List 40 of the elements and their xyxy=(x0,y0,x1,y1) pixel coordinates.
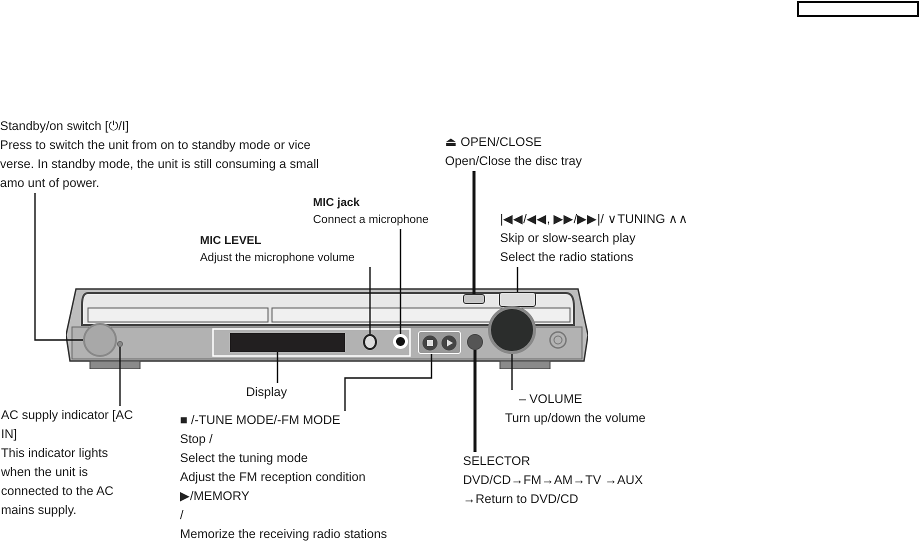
callout-text: DVD/CD→FM→AM→TV →AUX →Return to DVD/CD xyxy=(463,472,644,508)
callout-text: ▶/MEMORY xyxy=(180,488,250,505)
callout-text: Display xyxy=(246,384,287,401)
callout-heading: MIC jack xyxy=(313,196,361,211)
callout-text: Stop / xyxy=(180,431,214,448)
callout-heading: MIC LEVEL xyxy=(200,234,262,249)
leader-line xyxy=(119,347,121,406)
leader-line xyxy=(34,193,83,341)
callout-heading: ⏏ OPEN/CLOSE xyxy=(445,134,543,151)
callout-text: Select the tuning mode xyxy=(180,450,309,467)
leader-line xyxy=(344,354,432,411)
tuning-buttons xyxy=(499,292,536,307)
callout-text: Adjust the FM reception condition xyxy=(180,469,367,486)
blank-box xyxy=(797,1,919,17)
display-panel xyxy=(230,333,345,352)
leader-line xyxy=(474,350,476,452)
callout-text: / xyxy=(180,507,184,524)
leader-line xyxy=(511,354,513,390)
callout-heading: Standby/on switch [⏻/I] xyxy=(0,118,130,135)
callout-heading: |◀◀/◀◀, ▶▶/▶▶|/ ∨TUNING ∧∧ xyxy=(500,211,689,228)
leader-line xyxy=(400,229,402,334)
leader-line xyxy=(276,352,278,383)
leader-line xyxy=(472,171,476,294)
leader-line xyxy=(516,267,518,292)
callout-text: This indicator lights when the unit is connected to the AC mains supply. xyxy=(1,445,115,519)
callout-text: Skip or slow-search play xyxy=(500,230,636,247)
callout-text: Connect a microphone xyxy=(313,213,429,228)
button-group xyxy=(418,331,461,354)
callout-heading: – VOLUME xyxy=(518,391,584,408)
callout-text: Turn up/down the volume xyxy=(505,410,646,427)
eject-button xyxy=(463,294,485,304)
callout-heading: ■ /-TUNE MODE/-FM MODE xyxy=(180,412,342,429)
callout-text: Select the radio stations xyxy=(500,249,634,266)
callout-text: Adjust the microphone volume xyxy=(200,251,355,266)
callout-text: Open/Close the disc tray xyxy=(445,153,582,170)
callout-text: Memorize the receiving radio stations xyxy=(180,526,388,543)
callout-heading: SELECTOR xyxy=(463,453,532,470)
callout-heading: AC supply indicator [AC IN] xyxy=(1,407,133,443)
callout-text: Press to switch the unit from on to standby mode or vice verse. In standby mode, the unit is still consuming a small amo unt of power. xyxy=(0,137,320,192)
leader-line xyxy=(369,267,371,334)
